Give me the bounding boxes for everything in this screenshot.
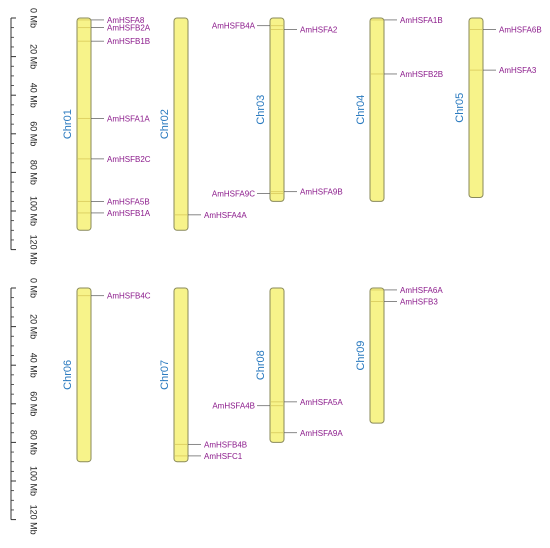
chromosome-chr02	[173, 17, 189, 231]
gene-label: AmHSFB4B	[204, 440, 247, 449]
gene-label: AmHSFB2B	[400, 70, 443, 79]
gene-label: AmHSFC1	[204, 452, 243, 461]
gene-label: AmHSFA5A	[300, 398, 343, 407]
axis-tick-label: 20 Mb	[29, 314, 39, 339]
chromosome-label: Chr08	[255, 350, 267, 380]
chromosome-chr05	[468, 17, 484, 198]
axis-tick-label: 120 Mb	[29, 505, 39, 535]
axis-tick-label: 100 Mb	[29, 196, 39, 226]
chromosome-chr04	[369, 17, 385, 202]
chromosome-chr09	[369, 287, 385, 424]
axis-tick-label: 120 Mb	[29, 235, 39, 265]
gene-label: AmHSFA9C	[212, 190, 255, 199]
gene-label: AmHSFA9A	[300, 429, 343, 438]
chromosome-label: Chr03	[255, 95, 267, 125]
gene-label: AmHSFA8	[107, 16, 145, 25]
gene-label: AmHSFA5B	[107, 197, 150, 206]
axis-tick-label: 0 Mb	[29, 278, 39, 298]
chromosome-label: Chr04	[355, 95, 367, 125]
axis-tick-label: 60 Mb	[29, 121, 39, 146]
gene-label: AmHSFA2	[300, 26, 338, 35]
axis-tick-label: 80 Mb	[29, 160, 39, 185]
chromosome-label: Chr09	[355, 341, 367, 371]
chromosome-label: Chr07	[159, 360, 171, 390]
gene-label: AmHSFB1B	[107, 37, 150, 46]
axis-tick-label: 80 Mb	[29, 430, 39, 455]
gene-label: AmHSFA6A	[400, 286, 443, 295]
chromosome-chr01	[76, 17, 92, 231]
axis-tick-label: 40 Mb	[29, 83, 39, 108]
chromosome-chr08	[269, 287, 285, 443]
axis-tick-label: 0 Mb	[29, 8, 39, 28]
gene-label: AmHSFB4A	[212, 22, 256, 31]
axis-tick-label: 100 Mb	[29, 466, 39, 496]
gene-label: AmHSFA4B	[212, 402, 255, 411]
gene-label: AmHSFB4C	[107, 292, 151, 301]
gene-label: AmHSFA4A	[204, 211, 247, 220]
gene-label: AmHSFB1A	[107, 209, 151, 218]
chromosome-chr06	[76, 287, 92, 463]
chromosome-chr03	[269, 17, 285, 202]
chromosome-label: Chr05	[454, 93, 466, 123]
axis-tick-label: 20 Mb	[29, 44, 39, 69]
axis-tick-label: 40 Mb	[29, 353, 39, 378]
gene-label: AmHSFA6B	[499, 26, 542, 35]
chromosome-label: Chr06	[62, 360, 74, 390]
gene-label: AmHSFA1A	[107, 114, 150, 123]
gene-label: AmHSFA3	[499, 66, 537, 75]
axis-tick-label: 60 Mb	[29, 391, 39, 416]
chromosome-label: Chr02	[159, 109, 171, 139]
gene-label: AmHSFB2C	[107, 155, 151, 164]
gene-label: AmHSFB3	[400, 298, 438, 307]
gene-label: AmHSFA9B	[300, 188, 343, 197]
gene-label: AmHSFB2A	[107, 24, 151, 33]
gene-label: AmHSFA1B	[400, 16, 443, 25]
chromosome-label: Chr01	[62, 109, 74, 139]
chromosome-chr07	[173, 287, 189, 463]
